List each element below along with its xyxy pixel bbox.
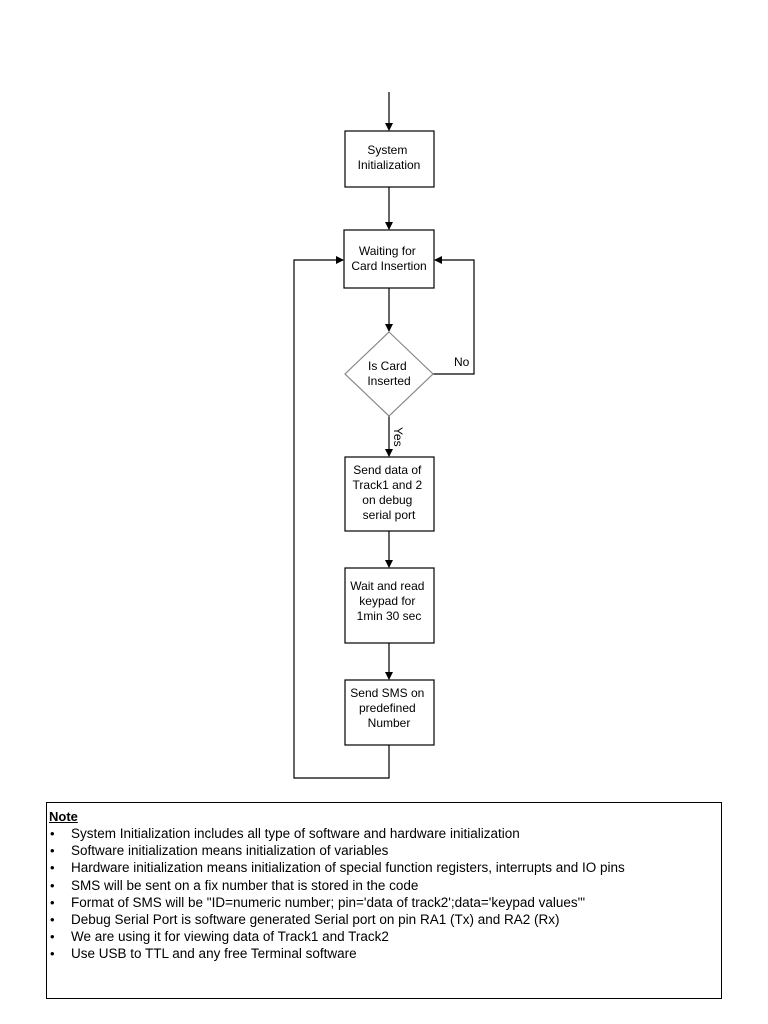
decision-line-1: Is Card [368, 359, 407, 373]
note-item: SMS will be sent on a fix number that is… [49, 877, 717, 894]
note-item: Use USB to TTL and any free Terminal sof… [49, 945, 717, 962]
send-data-line-2: Track1 and 2 [353, 478, 423, 492]
send-data-line-4: serial port [363, 508, 416, 522]
system-initialization-text: System Initialization [358, 143, 421, 172]
note-box: Note System Initialization includes all … [46, 802, 722, 999]
note-item: Software initialization means initializa… [49, 842, 717, 859]
send-data-box [344, 456, 435, 532]
flowchart: System Initialization Waiting for Card I… [293, 92, 475, 779]
send-sms-line-3: Number [368, 716, 411, 730]
send-data-line-1: Send data of [353, 463, 422, 477]
send-sms-text: Send SMS on predefined Number [350, 686, 427, 730]
note-title: Note [49, 809, 78, 824]
wait-read-keypad-box [344, 567, 435, 644]
wait-read-line-3: 1min 30 sec [357, 609, 422, 623]
send-sms-line-1: Send SMS on [350, 686, 424, 700]
note-item: Format of SMS will be "ID=numeric number… [49, 894, 717, 911]
decision-text: Is Card Inserted [367, 359, 410, 388]
wait-read-text: Wait and read keypad for 1min 30 sec [350, 579, 428, 623]
waiting-line-1: Waiting for [359, 244, 416, 258]
arrow-return-loop [293, 256, 390, 779]
decision-line-2: Inserted [367, 374, 410, 388]
note-item: Debug Serial Port is software generated … [49, 911, 717, 928]
send-sms-box [344, 679, 435, 746]
system-init-line-1: System [367, 143, 407, 157]
note-list: System Initialization includes all type … [49, 825, 717, 963]
send-sms-line-2: predefined [359, 701, 416, 715]
decision-diamond [344, 331, 434, 417]
system-initialization-box [344, 130, 435, 188]
send-data-text: Send data of Track1 and 2 on debug seria… [353, 463, 426, 522]
wait-read-line-2: keypad for [359, 594, 415, 608]
waiting-line-2: Card Insertion [351, 259, 426, 273]
yes-label: Yes [391, 427, 405, 447]
note-item: System Initialization includes all type … [49, 825, 717, 842]
wait-read-line-1: Wait and read [350, 579, 424, 593]
waiting-card-text: Waiting for Card Insertion [351, 244, 426, 273]
no-label: No [454, 355, 470, 369]
system-init-line-2: Initialization [358, 158, 421, 172]
arrow-no-loop [433, 256, 475, 375]
waiting-card-box [343, 229, 435, 289]
send-data-line-3: on debug [362, 493, 412, 507]
note-item: We are using it for viewing data of Trac… [49, 928, 717, 945]
note-item: Hardware initialization means initializa… [49, 859, 717, 876]
